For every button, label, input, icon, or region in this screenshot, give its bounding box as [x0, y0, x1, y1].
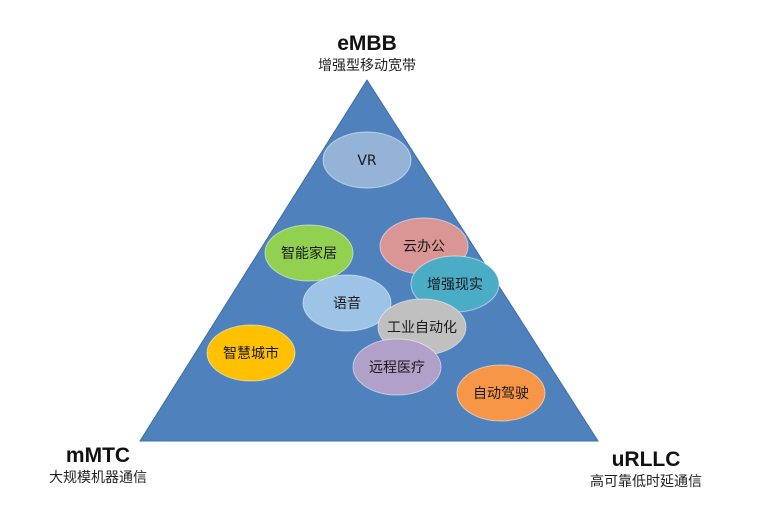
embb-subtitle: 增强型移动宽带 — [318, 57, 416, 74]
application-bubble: 智慧城市 — [206, 324, 296, 382]
application-ellipse — [206, 324, 296, 382]
application-label: VR — [357, 153, 377, 169]
urllc-subtitle: 高可靠低时延通信 — [590, 473, 702, 490]
application-label: 工业自动化 — [387, 320, 457, 336]
application-label: 智能家居 — [281, 245, 337, 262]
urllc-title: uRLLC — [612, 448, 681, 471]
application-bubble: 自动驾驶 — [456, 364, 546, 422]
application-label: 云办公 — [403, 239, 445, 255]
application-label: 远程医疗 — [369, 360, 425, 376]
application-ellipse — [302, 274, 392, 332]
application-ellipse — [264, 224, 354, 282]
application-ellipse — [352, 338, 442, 396]
application-bubble: 远程医疗 — [352, 338, 442, 396]
application-bubble: 智能家居 — [264, 224, 354, 282]
application-bubble: VR — [322, 131, 412, 189]
mmtc-title: mMTC — [66, 444, 130, 467]
embb-title: eMBB — [337, 32, 397, 55]
application-bubble: 增强现实 — [410, 255, 500, 313]
application-label: 增强现实 — [427, 277, 483, 293]
application-ellipse — [456, 364, 546, 422]
application-label: 自动驾驶 — [473, 386, 529, 402]
application-ellipse — [322, 131, 412, 189]
application-label: 智慧城市 — [223, 345, 279, 362]
mmtc-subtitle: 大规模机器通信 — [49, 470, 147, 486]
application-label: 语音 — [333, 295, 361, 312]
application-bubble: 语音 — [302, 274, 392, 332]
